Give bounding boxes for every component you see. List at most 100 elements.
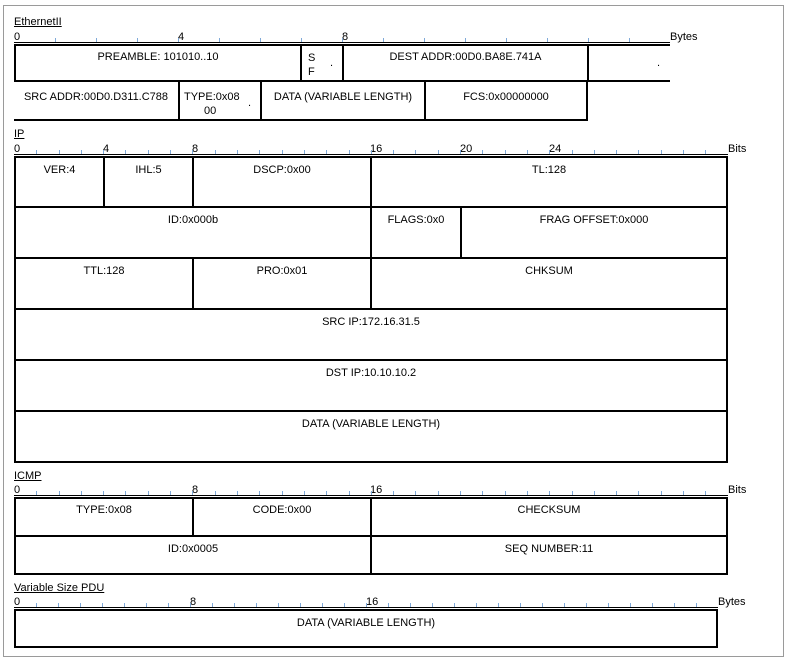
pdu-ruler-16: 16 xyxy=(366,596,379,608)
ruler-tick xyxy=(393,150,394,154)
icmp-code-label: CODE:0x00 xyxy=(252,504,312,516)
ruler-tick xyxy=(146,603,147,607)
ruler-tick xyxy=(59,150,60,154)
ruler-tick xyxy=(616,491,617,495)
eth-preamble-field: PREAMBLE: 101010..10 xyxy=(14,44,302,82)
ip-dst-field: DST IP:10.10.10.2 xyxy=(14,359,728,412)
ruler-tick xyxy=(594,150,595,154)
ruler-tick xyxy=(192,491,193,495)
ruler-tick xyxy=(393,491,394,495)
ruler-tick xyxy=(629,38,630,42)
ip-ttl-field: TTL:128 xyxy=(14,257,194,310)
ruler-tick xyxy=(572,150,573,154)
ruler-tick xyxy=(278,603,279,607)
pdu-ruler-0: 0 xyxy=(14,596,21,608)
ruler-tick xyxy=(705,491,706,495)
ruler-tick xyxy=(371,150,372,154)
ruler-tick xyxy=(148,491,149,495)
ethernet-section-title: EthernetII xyxy=(14,16,62,28)
ip-src-label: SRC IP:172.16.31.5 xyxy=(322,316,420,328)
ruler-tick xyxy=(349,491,350,495)
icmp-seq-label: SEQ NUMBER:11 xyxy=(504,543,594,555)
ip-data-label: DATA (VARIABLE LENGTH) xyxy=(301,418,441,430)
ethernet-ruler-4: 4 xyxy=(178,31,185,43)
ruler-tick xyxy=(588,38,589,42)
ruler-tick xyxy=(683,491,684,495)
pdu-section-title: Variable Size PDU xyxy=(14,582,105,594)
ruler-tick xyxy=(81,150,82,154)
pdu-data-field: DATA (VARIABLE LENGTH) xyxy=(14,609,718,648)
ruler-tick xyxy=(256,603,257,607)
eth-dest-label: DEST ADDR:00D0.BA8E.741A xyxy=(389,51,542,63)
ruler-tick xyxy=(572,491,573,495)
ip-flags-field: FLAGS:0x0 xyxy=(370,206,462,259)
ruler-tick xyxy=(547,38,548,42)
ruler-tick xyxy=(125,150,126,154)
ruler-tick xyxy=(388,603,389,607)
icmp-ruler xyxy=(14,495,728,496)
icmp-ruler-8: 8 xyxy=(192,484,199,496)
ip-ruler-20: 20 xyxy=(460,143,473,155)
ruler-tick xyxy=(259,150,260,154)
ruler-tick xyxy=(696,603,697,607)
ethernet-ruler-0: 0 xyxy=(14,31,21,43)
pdu-details-frame xyxy=(3,5,784,657)
ruler-tick xyxy=(148,150,149,154)
ruler-tick xyxy=(410,603,411,607)
eth-type-dot: . xyxy=(248,97,252,109)
ruler-tick xyxy=(300,603,301,607)
ruler-tick xyxy=(424,38,425,42)
ip-id-field: ID:0x000b xyxy=(14,206,372,259)
ip-dscp-field: DSCP:0x00 xyxy=(192,156,372,208)
icmp-checksum-label: CHECKSUM xyxy=(517,504,581,516)
ruler-tick xyxy=(103,150,104,154)
icmp-checksum-field: CHECKSUM xyxy=(370,497,728,537)
ip-section-title: IP xyxy=(14,128,25,140)
ruler-tick xyxy=(342,38,343,42)
pdu-data-label: DATA (VARIABLE LENGTH) xyxy=(296,617,436,629)
ruler-tick xyxy=(506,38,507,42)
eth-dest-field: DEST ADDR:00D0.BA8E.741A xyxy=(342,44,589,82)
ruler-tick xyxy=(505,150,506,154)
ip-src-field: SRC IP:172.16.31.5 xyxy=(14,308,728,361)
icmp-ruler-unit: Bits xyxy=(728,484,747,496)
ruler-tick xyxy=(454,603,455,607)
ip-ruler xyxy=(14,154,728,155)
ip-ver-label: VER:4 xyxy=(43,164,76,176)
ip-protocol-field: PRO:0x01 xyxy=(192,257,372,310)
ruler-tick xyxy=(96,38,97,42)
ip-checksum-field: CHKSUM xyxy=(370,257,728,310)
ruler-tick xyxy=(549,491,550,495)
ip-frag-offset-field: FRAG OFFSET:0x000 xyxy=(460,206,728,259)
ruler-tick xyxy=(705,150,706,154)
ruler-tick xyxy=(630,603,631,607)
ruler-tick xyxy=(683,150,684,154)
ruler-tick xyxy=(432,603,433,607)
ruler-tick xyxy=(234,603,235,607)
ruler-tick xyxy=(55,38,56,42)
ip-dst-label: DST IP:10.10.10.2 xyxy=(325,367,417,379)
ip-checksum-label: CHKSUM xyxy=(525,265,573,277)
ruler-tick xyxy=(460,150,461,154)
ruler-tick xyxy=(527,150,528,154)
ip-protocol-label: PRO:0x01 xyxy=(256,265,308,277)
ip-ttl-label: TTL:128 xyxy=(83,265,125,277)
ruler-tick xyxy=(549,150,550,154)
ethernet-ruler xyxy=(14,42,670,43)
ruler-tick xyxy=(170,491,171,495)
eth-dest-cont-dot: . xyxy=(657,57,661,69)
ip-ihl-field: IHL:5 xyxy=(103,156,194,208)
ip-frag-offset-label: FRAG OFFSET:0x000 xyxy=(539,214,649,226)
ruler-tick xyxy=(304,150,305,154)
ruler-tick xyxy=(527,491,528,495)
ip-ruler-0: 0 xyxy=(14,143,21,155)
icmp-ruler-16: 16 xyxy=(370,484,383,496)
pdu-ruler-8: 8 xyxy=(190,596,197,608)
ruler-tick xyxy=(124,603,125,607)
ruler-tick xyxy=(215,491,216,495)
ruler-tick xyxy=(125,491,126,495)
ruler-tick xyxy=(259,491,260,495)
ruler-tick xyxy=(476,603,477,607)
ruler-tick xyxy=(661,150,662,154)
icmp-seq-field: SEQ NUMBER:11 xyxy=(370,535,728,575)
